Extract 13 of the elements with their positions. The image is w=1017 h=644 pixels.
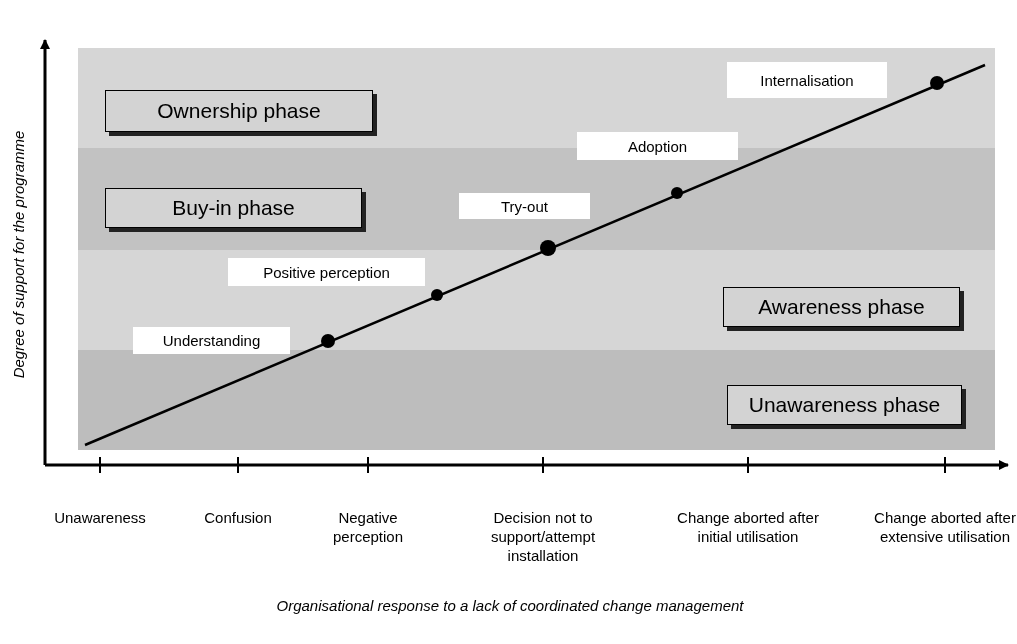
- tick-label: Decision not to support/attempt installation: [489, 508, 597, 565]
- tick-label: Confusion: [203, 508, 273, 527]
- stage-label: Internalisation: [727, 62, 887, 98]
- x-axis-title: Organisational response to a lack of coordinated change management: [275, 596, 745, 615]
- stage-label: Adoption: [577, 132, 738, 160]
- tick-label: Unawareness: [53, 508, 147, 527]
- tick-label: Change aborted after extensive utilisation: [873, 508, 1017, 546]
- stage-label: Understanding: [133, 327, 290, 354]
- y-axis-title: Degree of support for the programme: [8, 129, 28, 381]
- stage-label: Positive perception: [228, 258, 425, 286]
- tick-label: Change aborted after initial utilisation: [676, 508, 820, 546]
- stage-label: Try-out: [459, 193, 590, 219]
- tick-label: Negative perception: [331, 508, 405, 546]
